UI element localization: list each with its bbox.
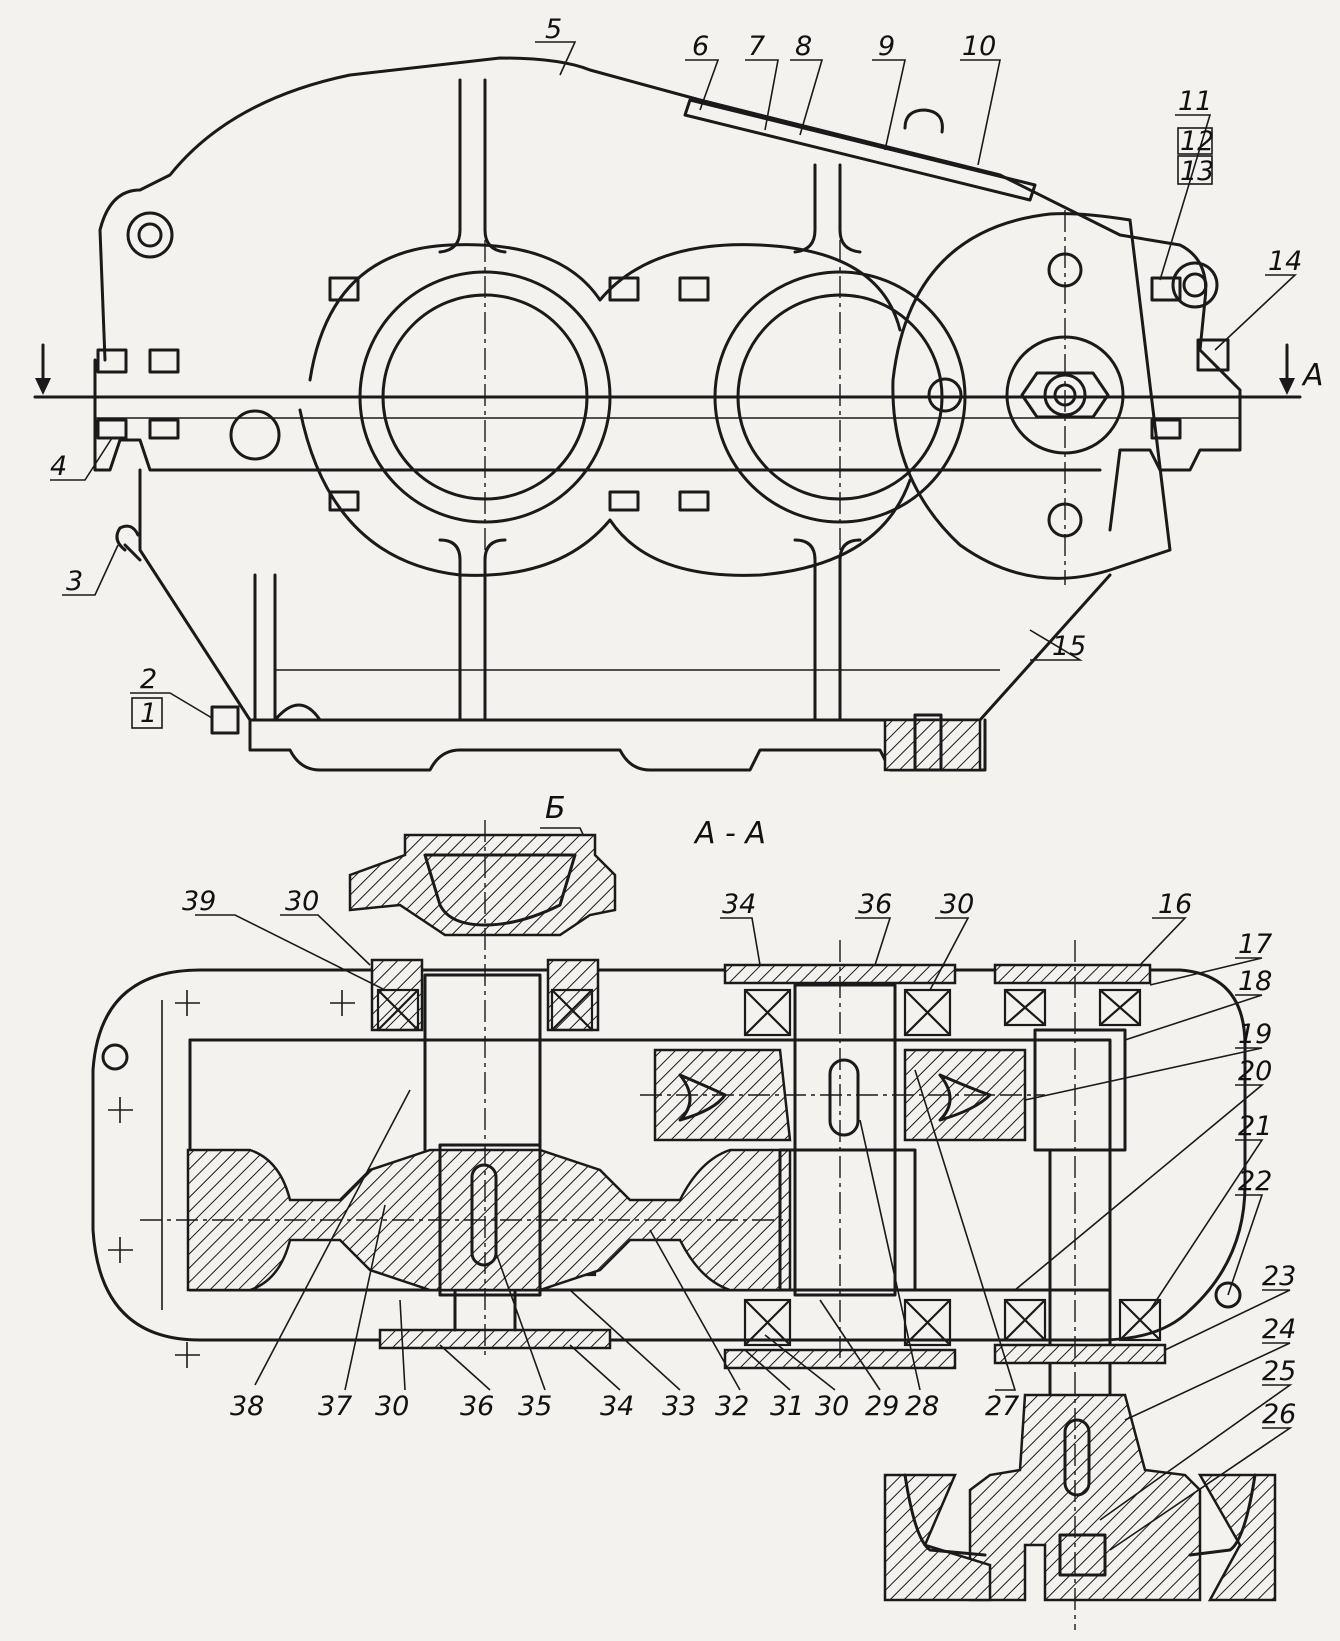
callout-24: 24 bbox=[1262, 1314, 1296, 1345]
callout-4: 4 bbox=[50, 451, 67, 482]
callout-29: 29 bbox=[865, 1391, 899, 1422]
callout-23: 23 bbox=[1262, 1261, 1296, 1292]
side-elevation-view: А bbox=[33, 56, 1324, 772]
callout-5: 5 bbox=[545, 14, 562, 45]
callout-37: 37 bbox=[318, 1391, 352, 1422]
callout-30: 30 bbox=[815, 1391, 849, 1422]
callout-27: 27 bbox=[985, 1391, 1019, 1422]
callout-10: 10 bbox=[962, 31, 996, 62]
callout-31: 31 bbox=[770, 1391, 804, 1422]
housing-cover-outline bbox=[98, 56, 1242, 532]
callout-39: 39 bbox=[182, 886, 216, 917]
callout-34-top: 34 bbox=[722, 889, 756, 920]
callout-36: 36 bbox=[460, 1391, 494, 1422]
housing-section-outline bbox=[91, 968, 1247, 1342]
housing-plus-marks bbox=[108, 990, 355, 1368]
callout-18: 18 bbox=[1238, 966, 1272, 997]
section-callouts: 16 17 18 19 20 21 22 23 24 25 26 27 28 2… bbox=[182, 886, 1296, 1551]
callout-21: 21 bbox=[1238, 1111, 1272, 1142]
callout-3: 3 bbox=[66, 566, 83, 597]
callout-35: 35 bbox=[518, 1391, 552, 1422]
inspection-cover bbox=[683, 98, 1037, 202]
callout-19: 19 bbox=[1238, 1019, 1272, 1050]
top-view-callouts: 5 6 7 8 9 10 11 12 13 14 15 4 3 2 1 bbox=[50, 14, 1302, 729]
callout-22: 22 bbox=[1238, 1166, 1272, 1197]
callout-8: 8 bbox=[795, 31, 812, 62]
callout-7: 7 bbox=[748, 31, 765, 62]
callout-15: 15 bbox=[1052, 631, 1086, 662]
section-marker-label: А bbox=[1301, 358, 1324, 393]
callout-14: 14 bbox=[1268, 246, 1302, 277]
callout-26: 26 bbox=[1262, 1399, 1296, 1430]
output-pulley bbox=[891, 212, 1172, 580]
callout-30-top-right: 30 bbox=[940, 889, 974, 920]
callout-28: 28 bbox=[905, 1391, 939, 1422]
callout-13: 13 bbox=[1180, 156, 1214, 187]
callout-36-top: 36 bbox=[858, 889, 892, 920]
callout-16: 16 bbox=[1158, 889, 1192, 920]
input-shaft-assembly bbox=[348, 833, 617, 1350]
callout-1: 1 bbox=[140, 698, 157, 729]
section-a-a-view: А - А Б bbox=[91, 791, 1277, 1630]
callout-33: 33 bbox=[662, 1391, 696, 1422]
callout-6: 6 bbox=[692, 31, 709, 62]
callout-2: 2 bbox=[140, 664, 157, 695]
callout-38: 38 bbox=[230, 1391, 264, 1422]
housing-base bbox=[138, 468, 1112, 722]
callout-25: 25 bbox=[1262, 1356, 1296, 1387]
callout-11: 11 bbox=[1178, 86, 1212, 117]
callout-30-bottom: 30 bbox=[375, 1391, 409, 1422]
callout-9: 9 bbox=[878, 31, 895, 62]
callout-32: 32 bbox=[715, 1391, 749, 1422]
output-pulley-section bbox=[883, 1393, 1277, 1602]
view-marker-label: Б bbox=[545, 791, 566, 826]
output-shaft-assembly bbox=[993, 963, 1167, 1472]
flange-bolts bbox=[96, 276, 1230, 512]
callout-20: 20 bbox=[1238, 1056, 1272, 1087]
callout-12: 12 bbox=[1180, 126, 1214, 157]
section-title: А - А bbox=[693, 816, 766, 851]
callout-17: 17 bbox=[1238, 929, 1272, 960]
callout-34: 34 bbox=[600, 1391, 634, 1422]
callout-30-top-left: 30 bbox=[285, 886, 319, 917]
